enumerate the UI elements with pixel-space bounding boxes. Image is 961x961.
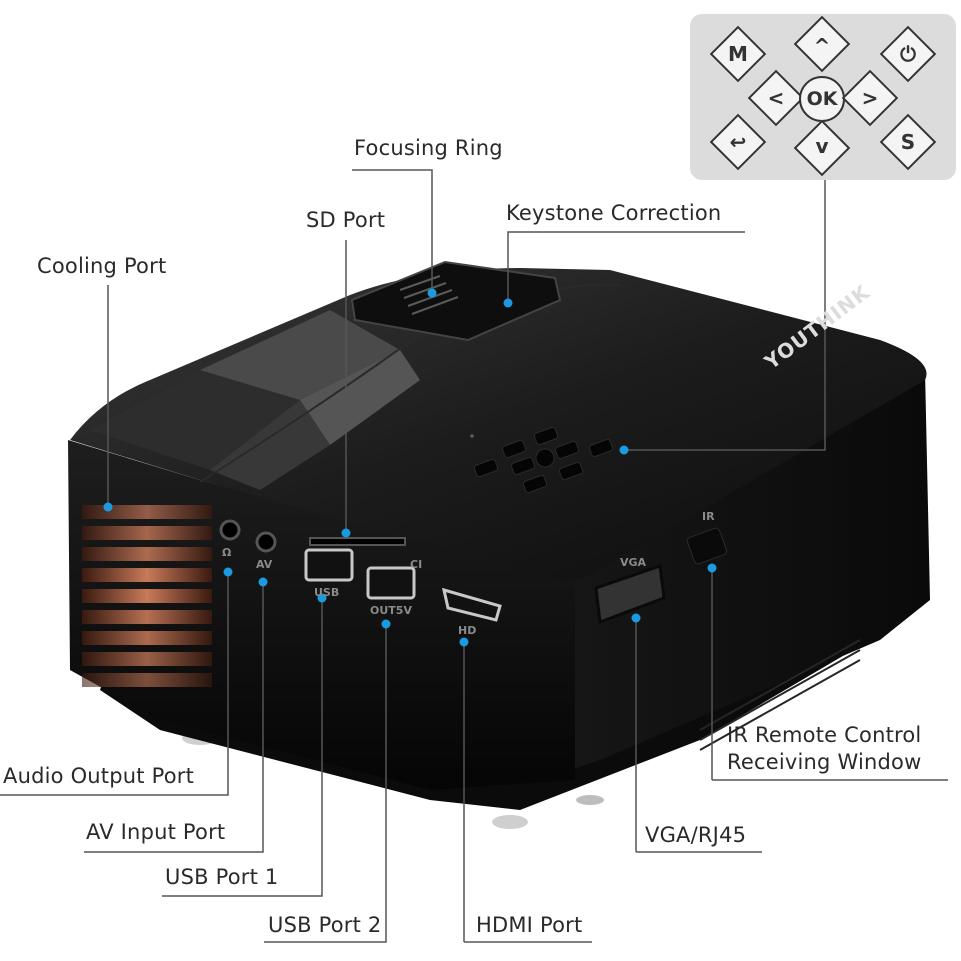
foot-back [576,795,604,805]
sd-slot [309,537,406,546]
label-ir-window: IR Remote Control Receiving Window [727,722,921,776]
port-text-sd: CI [410,558,423,571]
dot-keypad [619,445,629,455]
cooling-vents [82,505,212,687]
port-text-out5v: OUT5V [370,604,412,617]
key-ok: OK [799,76,845,122]
body-bottom [100,600,880,810]
key-right-glyph: > [861,86,879,110]
port-text-vga: VGA [620,556,647,569]
top-control-buttons [469,426,614,494]
label-usb-port-1: USB Port 1 [165,865,279,889]
dot-usb1 [317,593,327,603]
label-usb-port-2: USB Port 2 [268,913,382,937]
leader-av [84,582,264,853]
dot-cooling-port [103,502,113,512]
body-right-side [570,370,930,770]
dot-focusing-ring [427,288,437,298]
label-vga-rj45: VGA/RJ45 [645,823,747,847]
audio-jack [219,519,241,541]
usb-port-2-socket [366,566,416,600]
key-menu-glyph: M [728,42,748,66]
usb-port-1-socket [304,548,354,582]
key-up-glyph: ^ [813,34,831,58]
label-audio-output-port: Audio Output Port [3,764,195,788]
dot-sd-port [341,528,351,538]
dot-audio [223,567,233,577]
port-text-av: AV [256,558,273,571]
hdmi-socket [441,587,502,622]
top-pattern-1 [90,370,300,470]
label-cooling-port: Cooling Port [37,254,167,278]
label-hdmi-port: HDMI Port [476,913,583,937]
label-keystone-correction: Keystone Correction [506,201,722,225]
port-text-hd: HD [458,624,477,637]
port-text-ir: IR [702,510,715,523]
port-text-usb: USB [314,586,340,599]
label-ir-line2: Receiving Window [727,750,922,774]
back-icon: ↩ [729,130,747,154]
top-pattern-2 [200,310,400,400]
key-source-glyph: S [900,130,916,154]
dot-ir [707,563,717,573]
label-sd-port: SD Port [306,208,386,232]
dot-usb2 [381,619,391,629]
ir-window [686,527,728,565]
foot-right [492,815,528,829]
leader-focusing-ring [352,169,433,292]
power-icon: ⏻ [900,42,916,66]
dot-vga [631,613,641,623]
callout-dots [103,288,717,647]
leader-lines [0,169,948,943]
leader-usb1 [162,598,323,897]
top-pattern-3 [300,350,420,445]
av-jack [255,531,277,553]
leader-audio [0,572,229,796]
focus-ring-ribs [399,275,459,315]
key-left-glyph: < [767,86,785,110]
key-down-glyph: v [815,134,829,158]
label-ir-line1: IR Remote Control [727,723,922,747]
bottom-right-grille [699,639,861,751]
vga-socket [594,563,666,625]
leader-keystone [507,231,745,302]
dot-hdmi [459,637,469,647]
label-focusing-ring: Focusing Ring [354,136,503,160]
leader-keypad [624,180,826,451]
dot-keystone [503,298,513,308]
label-av-input-port: AV Input Port [86,820,226,844]
dot-av [258,577,268,587]
port-text-audio: Ω [222,546,232,559]
top-pattern-4 [210,400,330,490]
leader-usb2 [264,624,387,943]
keypad-inset: M ^ ⏻ < OK > ↩ v S [690,14,956,180]
